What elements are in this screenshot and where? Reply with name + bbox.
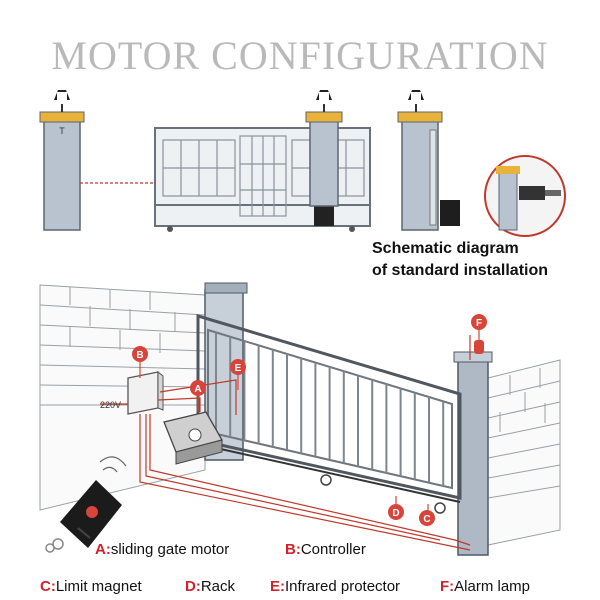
diagram-title: MOTOR CONFIGURATION [51, 33, 549, 78]
marker-label: B [136, 350, 143, 361]
top-schematic: T [39, 90, 566, 237]
marker-b: B [132, 346, 148, 378]
schematic-caption-line1: Schematic diagram [372, 240, 519, 257]
marker-f: F [471, 314, 487, 342]
voltage-label: 220V [100, 400, 121, 410]
marker-label: E [235, 363, 242, 374]
marker-label: C [423, 514, 430, 525]
marker-label: A [194, 384, 201, 395]
marker-e: E [230, 359, 246, 390]
right-brick-wall [487, 359, 561, 546]
marker-balloons: B A E F D [132, 314, 487, 526]
gate-post-right [453, 340, 493, 556]
marker-label: D [392, 508, 399, 519]
marker-label: F [476, 318, 482, 329]
detail-circle [484, 155, 566, 237]
bottom-installation: B A E F D [39, 282, 561, 556]
right-pillar [397, 90, 460, 231]
controller-box [127, 370, 164, 415]
middle-pillar [305, 90, 343, 207]
remote-control [45, 456, 127, 553]
sliding-gate-motor [163, 411, 223, 465]
marker-a: A [190, 380, 206, 412]
marker-c: C [419, 504, 435, 526]
left-brick-wall [39, 284, 206, 511]
svg-text:T: T [59, 126, 65, 136]
left-pillar: T [39, 90, 85, 231]
wiring [100, 335, 471, 551]
marker-d: D [388, 496, 404, 520]
schematic-caption-line2: of standard installation [372, 262, 549, 279]
alarm-lamp [474, 340, 484, 354]
